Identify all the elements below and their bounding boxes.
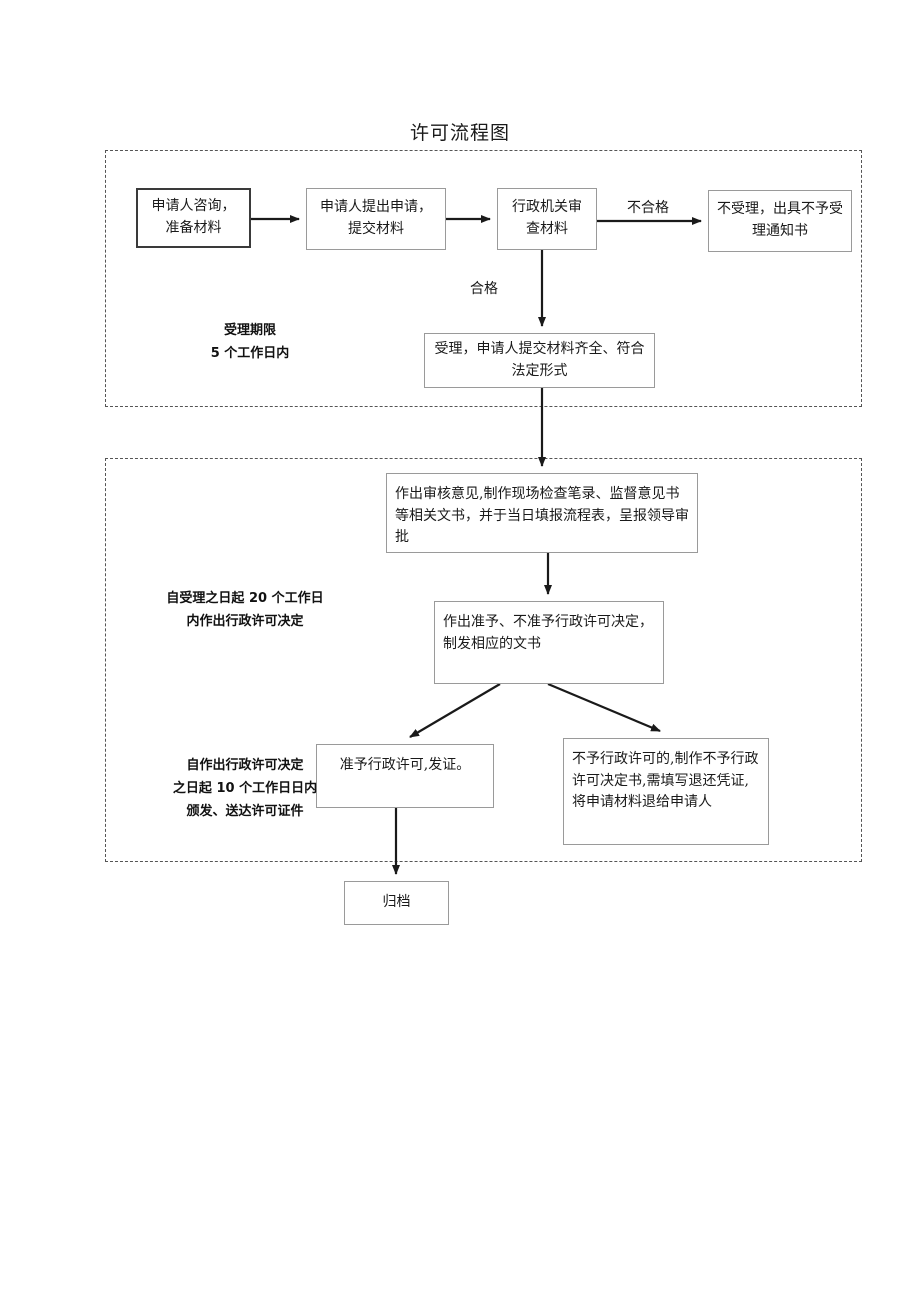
page-title: 许可流程图 [409,122,510,144]
side-label-acceptance-period: 受理期限 5 个工作日内 [210,323,290,361]
node-review-opinion-documents[interactable]: 作出审核意见,制作现场检查笔录、监督意见书等相关文书，并于当日填报流程表，呈报领… [386,473,698,553]
node-submit-label: 申请人提出申请，提交材料 [320,199,432,237]
node-deny-label: 不予行政许可的,制作不予行政许可决定书,需填写退还凭证,将申请材料退给申请人 [572,751,759,811]
node-applicant-submit[interactable]: 申请人提出申请，提交材料 [306,188,446,250]
node-deny-license[interactable]: 不予行政许可的,制作不予行政许可决定书,需填写退还凭证,将申请材料退给申请人 [563,738,769,845]
node-grant-or-deny-decision[interactable]: 作出准予、不准予行政许可决定，制发相应的文书 [434,601,664,684]
node-accepted-complete-materials[interactable]: 受理，申请人提交材料齐全、符合法定形式 [424,333,655,388]
node-applicant-consult[interactable]: 申请人咨询，准备材料 [136,188,251,248]
section-acceptance-container [105,150,862,407]
node-agency-review[interactable]: 行政机关审查材料 [497,188,597,250]
node-archive-label: 归档 [382,894,411,911]
node-grant-label: 准予行政许可,发证。 [339,757,471,773]
node-consult-label: 申请人咨询，准备材料 [151,198,236,236]
side-label-20-working-days: 自受理之日起 20 个工作日 内作出行政许可决定 [166,591,324,629]
node-opinion-label: 作出审核意见,制作现场检查笔录、监督意见书等相关文书，并于当日填报流程表，呈报领… [395,486,689,546]
node-not-accepted-notice[interactable]: 不受理，出具不予受理通知书 [708,190,852,252]
node-accept-label: 受理，申请人提交材料齐全、符合法定形式 [434,340,645,379]
node-reject-label: 不受理，出具不予受理通知书 [717,201,843,239]
edge-label-pass: 合格 [470,281,498,297]
node-grant-license[interactable]: 准予行政许可,发证。 [316,744,494,808]
node-archive[interactable]: 归档 [344,881,449,925]
node-decide-label: 作出准予、不准予行政许可决定，制发相应的文书 [443,614,653,652]
section-approval-container [105,458,862,862]
edge-label-fail: 不合格 [627,200,669,216]
side-label-10-working-days: 自作出行政许可决定 之日起 10 个工作日日内 颁发、送达许可证件 [172,758,318,819]
node-review-label: 行政机关审查材料 [512,199,582,237]
